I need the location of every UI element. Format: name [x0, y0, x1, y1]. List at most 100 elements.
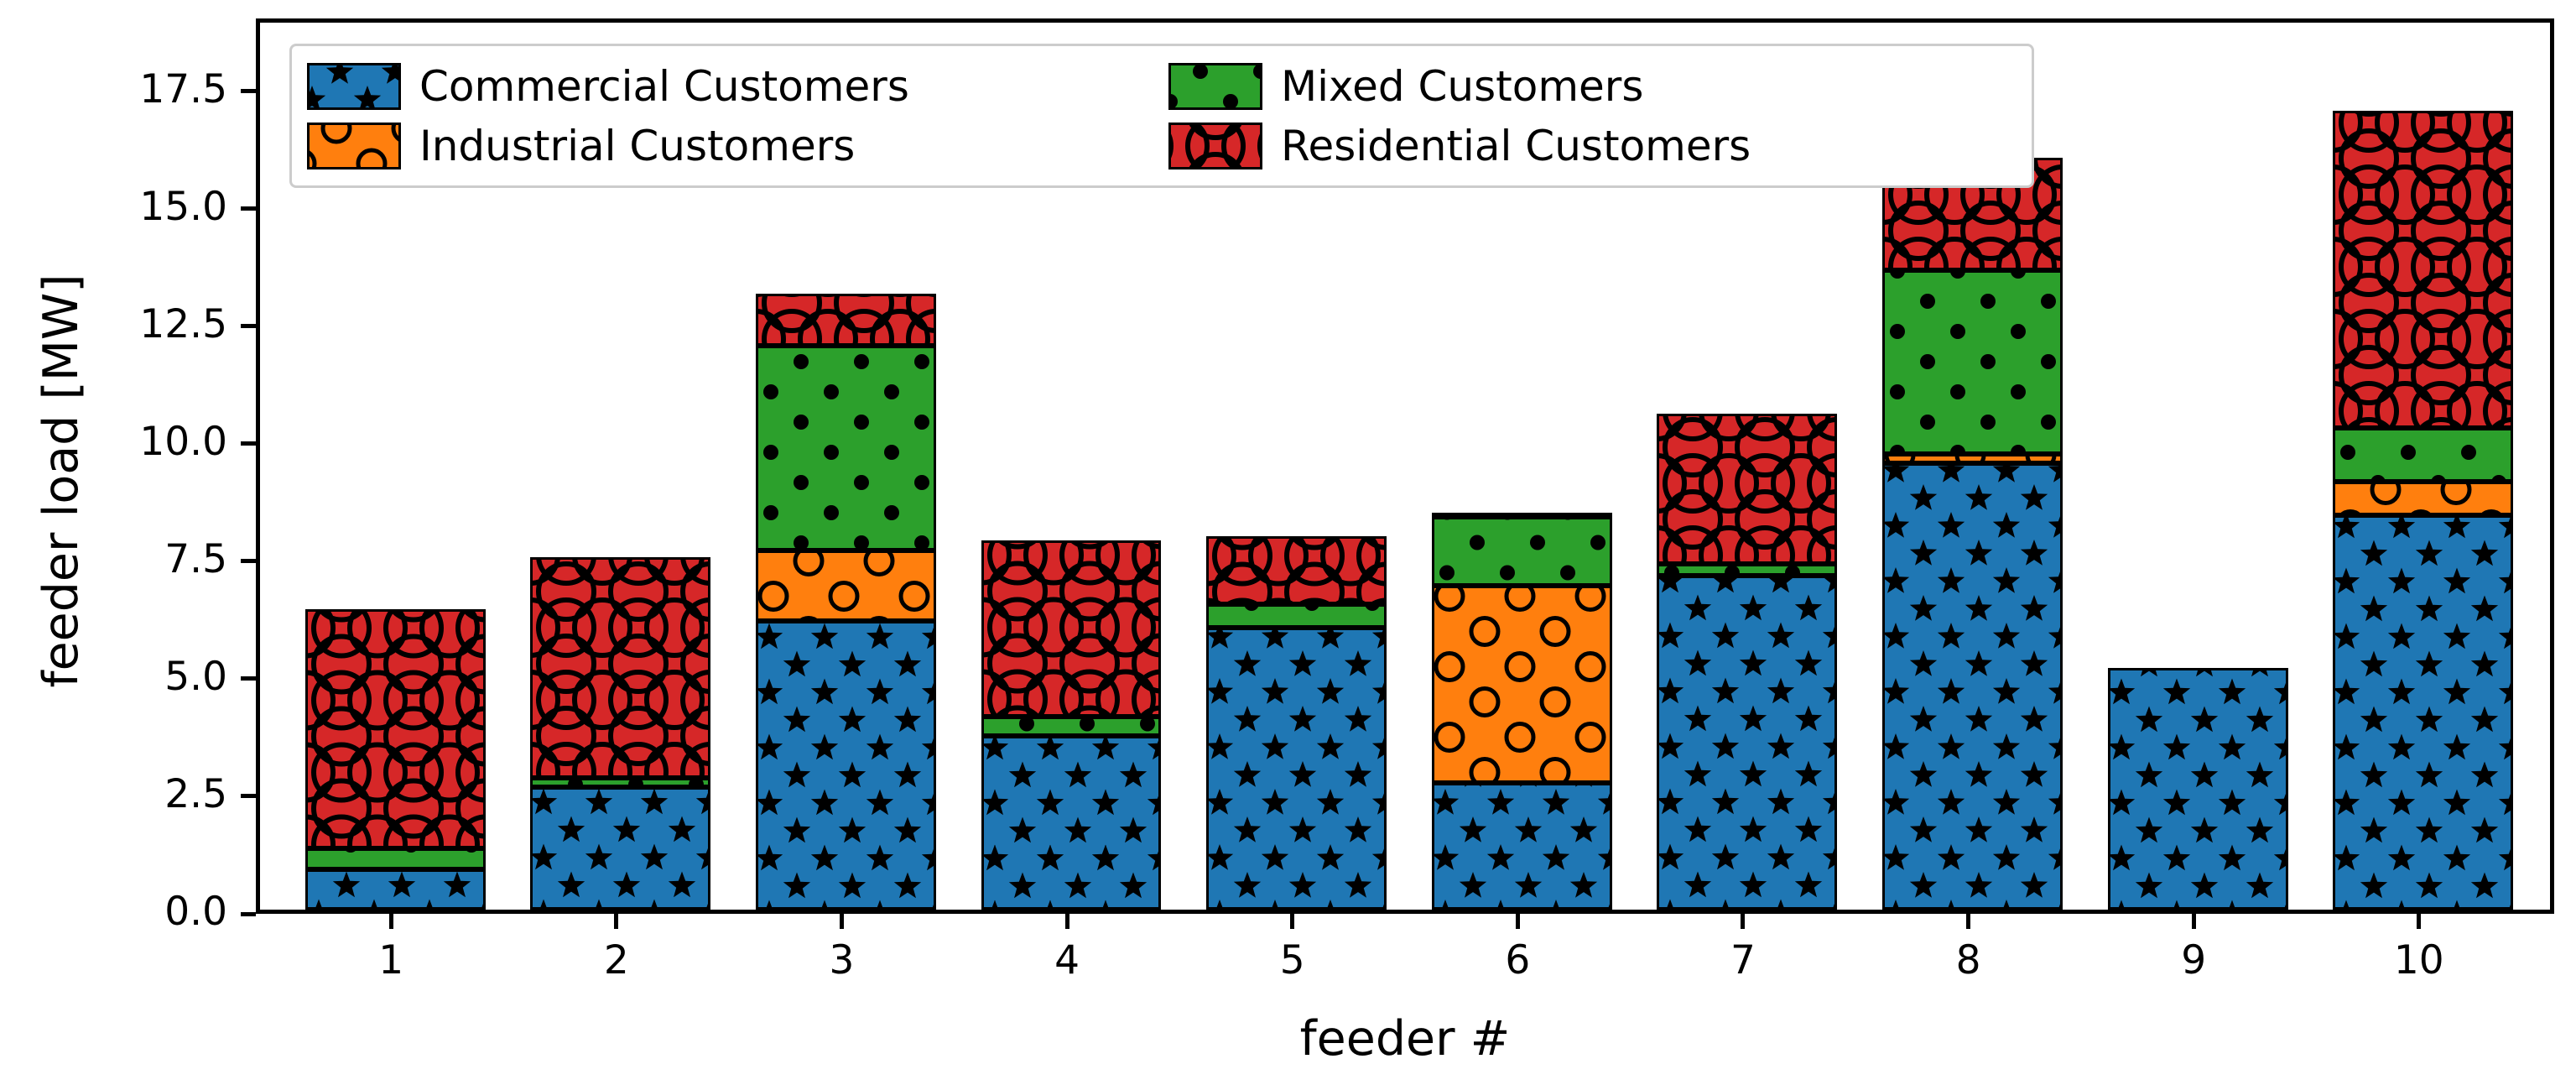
- dots-pattern: [1657, 564, 1838, 576]
- segment-outline: [304, 608, 486, 849]
- bar-stack-feeder-3[interactable]: [755, 23, 936, 910]
- large-circles-pattern: [530, 556, 711, 779]
- y-tick-label-5.0: 5.0: [164, 653, 227, 700]
- large-circles-pattern: [755, 294, 936, 346]
- segment-outline: [755, 345, 936, 550]
- y-tick-mark: [241, 794, 256, 799]
- segment-outline: [1206, 627, 1387, 910]
- bar-segment-commercial-feeder-2[interactable]: [530, 787, 711, 910]
- x-tick-mark: [1966, 914, 1971, 929]
- stars-pattern: [304, 869, 486, 910]
- bar-segment-mixed-feeder-4[interactable]: [981, 717, 1162, 736]
- bar-segment-commercial-feeder-3[interactable]: [755, 620, 936, 910]
- bar-stack-feeder-1[interactable]: [304, 23, 486, 910]
- bar-segment-mixed-feeder-7[interactable]: [1657, 564, 1838, 576]
- y-tick-mark: [241, 324, 256, 329]
- bar-segment-residential-feeder-4[interactable]: [981, 540, 1162, 717]
- segment-outline: [1431, 782, 1612, 910]
- open-circles-pattern: [755, 550, 936, 621]
- bar-segment-commercial-feeder-9[interactable]: [2107, 667, 2288, 910]
- segment-outline: [1657, 576, 1838, 910]
- bar-segment-commercial-feeder-8[interactable]: [1882, 462, 2063, 910]
- y-tick-mark: [241, 206, 256, 211]
- bar-segment-mixed-feeder-5[interactable]: [1206, 603, 1387, 628]
- large-circles-pattern: [2333, 110, 2514, 428]
- bar-stack-feeder-10[interactable]: [2333, 23, 2514, 910]
- legend-swatch-industrial: [307, 122, 401, 170]
- legend-swatch-commercial: [307, 62, 401, 110]
- y-tick-mark: [241, 676, 256, 681]
- bar-segment-industrial-feeder-10[interactable]: [2333, 482, 2514, 515]
- bar-segment-commercial-feeder-7[interactable]: [1657, 576, 1838, 910]
- stars-pattern: [1431, 782, 1612, 910]
- stars-icon: [310, 65, 398, 107]
- segment-outline: [530, 556, 711, 779]
- segment-outline: [1206, 603, 1387, 628]
- bar-segment-mixed-feeder-10[interactable]: [2333, 427, 2514, 483]
- bar-segment-commercial-feeder-4[interactable]: [981, 735, 1162, 910]
- bar-stack-feeder-7[interactable]: [1657, 23, 1838, 910]
- bar-segment-mixed-feeder-8[interactable]: [1882, 270, 2063, 454]
- legend-label-commercial: Commercial Customers: [419, 61, 909, 111]
- x-tick-mark: [388, 914, 393, 929]
- stars-pattern: [1657, 576, 1838, 910]
- bar-segment-commercial-feeder-5[interactable]: [1206, 627, 1387, 910]
- legend-swatch-mixed: [1168, 62, 1262, 110]
- chart-legend: Commercial Customers Mixed Customers Ind…: [289, 44, 2034, 188]
- bar-segment-residential-feeder-10[interactable]: [2333, 110, 2514, 428]
- y-tick-label-0.0: 0.0: [164, 889, 227, 935]
- legend-entry-industrial[interactable]: Industrial Customers: [307, 122, 1155, 170]
- bar-stack-feeder-6[interactable]: [1431, 23, 1612, 910]
- x-tick-label-8: 8: [1955, 937, 1981, 983]
- segment-outline: [2333, 514, 2514, 910]
- segment-outline: [1431, 585, 1612, 783]
- bar-segment-industrial-feeder-6[interactable]: [1431, 585, 1612, 783]
- open-circles-pattern: [2333, 482, 2514, 515]
- bar-segment-residential-feeder-3[interactable]: [755, 294, 936, 346]
- bar-segment-mixed-feeder-6[interactable]: [1431, 517, 1612, 586]
- open-circles-pattern: [1431, 585, 1612, 783]
- bar-segment-mixed-feeder-2[interactable]: [530, 778, 711, 788]
- bar-segment-commercial-feeder-10[interactable]: [2333, 514, 2514, 910]
- bar-segment-industrial-feeder-3[interactable]: [755, 550, 936, 621]
- bar-segment-residential-feeder-5[interactable]: [1206, 535, 1387, 604]
- legend-entry-commercial[interactable]: Commercial Customers: [307, 62, 1155, 111]
- segment-outline: [755, 294, 936, 346]
- y-tick-label-15.0: 15.0: [139, 183, 227, 230]
- bar-segment-commercial-feeder-6[interactable]: [1431, 782, 1612, 910]
- dots-pattern: [981, 717, 1162, 736]
- y-tick-label-7.5: 7.5: [164, 535, 227, 582]
- x-tick-label-3: 3: [829, 937, 855, 983]
- segment-outline: [304, 848, 486, 870]
- segment-outline: [2107, 667, 2288, 910]
- y-tick-label-10.0: 10.0: [139, 418, 227, 465]
- bar-stack-feeder-5[interactable]: [1206, 23, 1387, 910]
- bar-segment-residential-feeder-7[interactable]: [1657, 414, 1838, 565]
- bar-stack-feeder-4[interactable]: [981, 23, 1162, 910]
- x-axis-label: feeder #: [1299, 1011, 1511, 1067]
- legend-entry-residential[interactable]: Residential Customers: [1168, 122, 2017, 170]
- segment-outline: [2333, 482, 2514, 515]
- segment-outline: [1431, 517, 1612, 586]
- bar-segment-mixed-feeder-3[interactable]: [755, 345, 936, 550]
- y-tick-label-2.5: 2.5: [164, 770, 227, 817]
- bar-stack-feeder-2[interactable]: [530, 23, 711, 910]
- legend-entry-mixed[interactable]: Mixed Customers: [1168, 62, 2017, 111]
- bar-segment-mixed-feeder-1[interactable]: [304, 848, 486, 870]
- bar-segment-industrial-feeder-8[interactable]: [1882, 453, 2063, 463]
- bar-segment-residential-feeder-6[interactable]: [1431, 512, 1612, 518]
- x-tick-label-5: 5: [1279, 937, 1305, 983]
- segment-outline: [2333, 110, 2514, 428]
- segment-outline: [981, 735, 1162, 910]
- segment-outline: [1882, 270, 2063, 454]
- segment-outline: [530, 787, 711, 910]
- bar-segment-residential-feeder-1[interactable]: [304, 608, 486, 849]
- x-tick-mark: [1064, 914, 1069, 929]
- x-tick-mark: [2191, 914, 2196, 929]
- segment-outline: [1657, 414, 1838, 565]
- bar-segment-commercial-feeder-1[interactable]: [304, 869, 486, 910]
- large-circles-pattern: [981, 540, 1162, 717]
- bar-segment-residential-feeder-2[interactable]: [530, 556, 711, 779]
- bar-stack-feeder-9[interactable]: [2107, 23, 2288, 910]
